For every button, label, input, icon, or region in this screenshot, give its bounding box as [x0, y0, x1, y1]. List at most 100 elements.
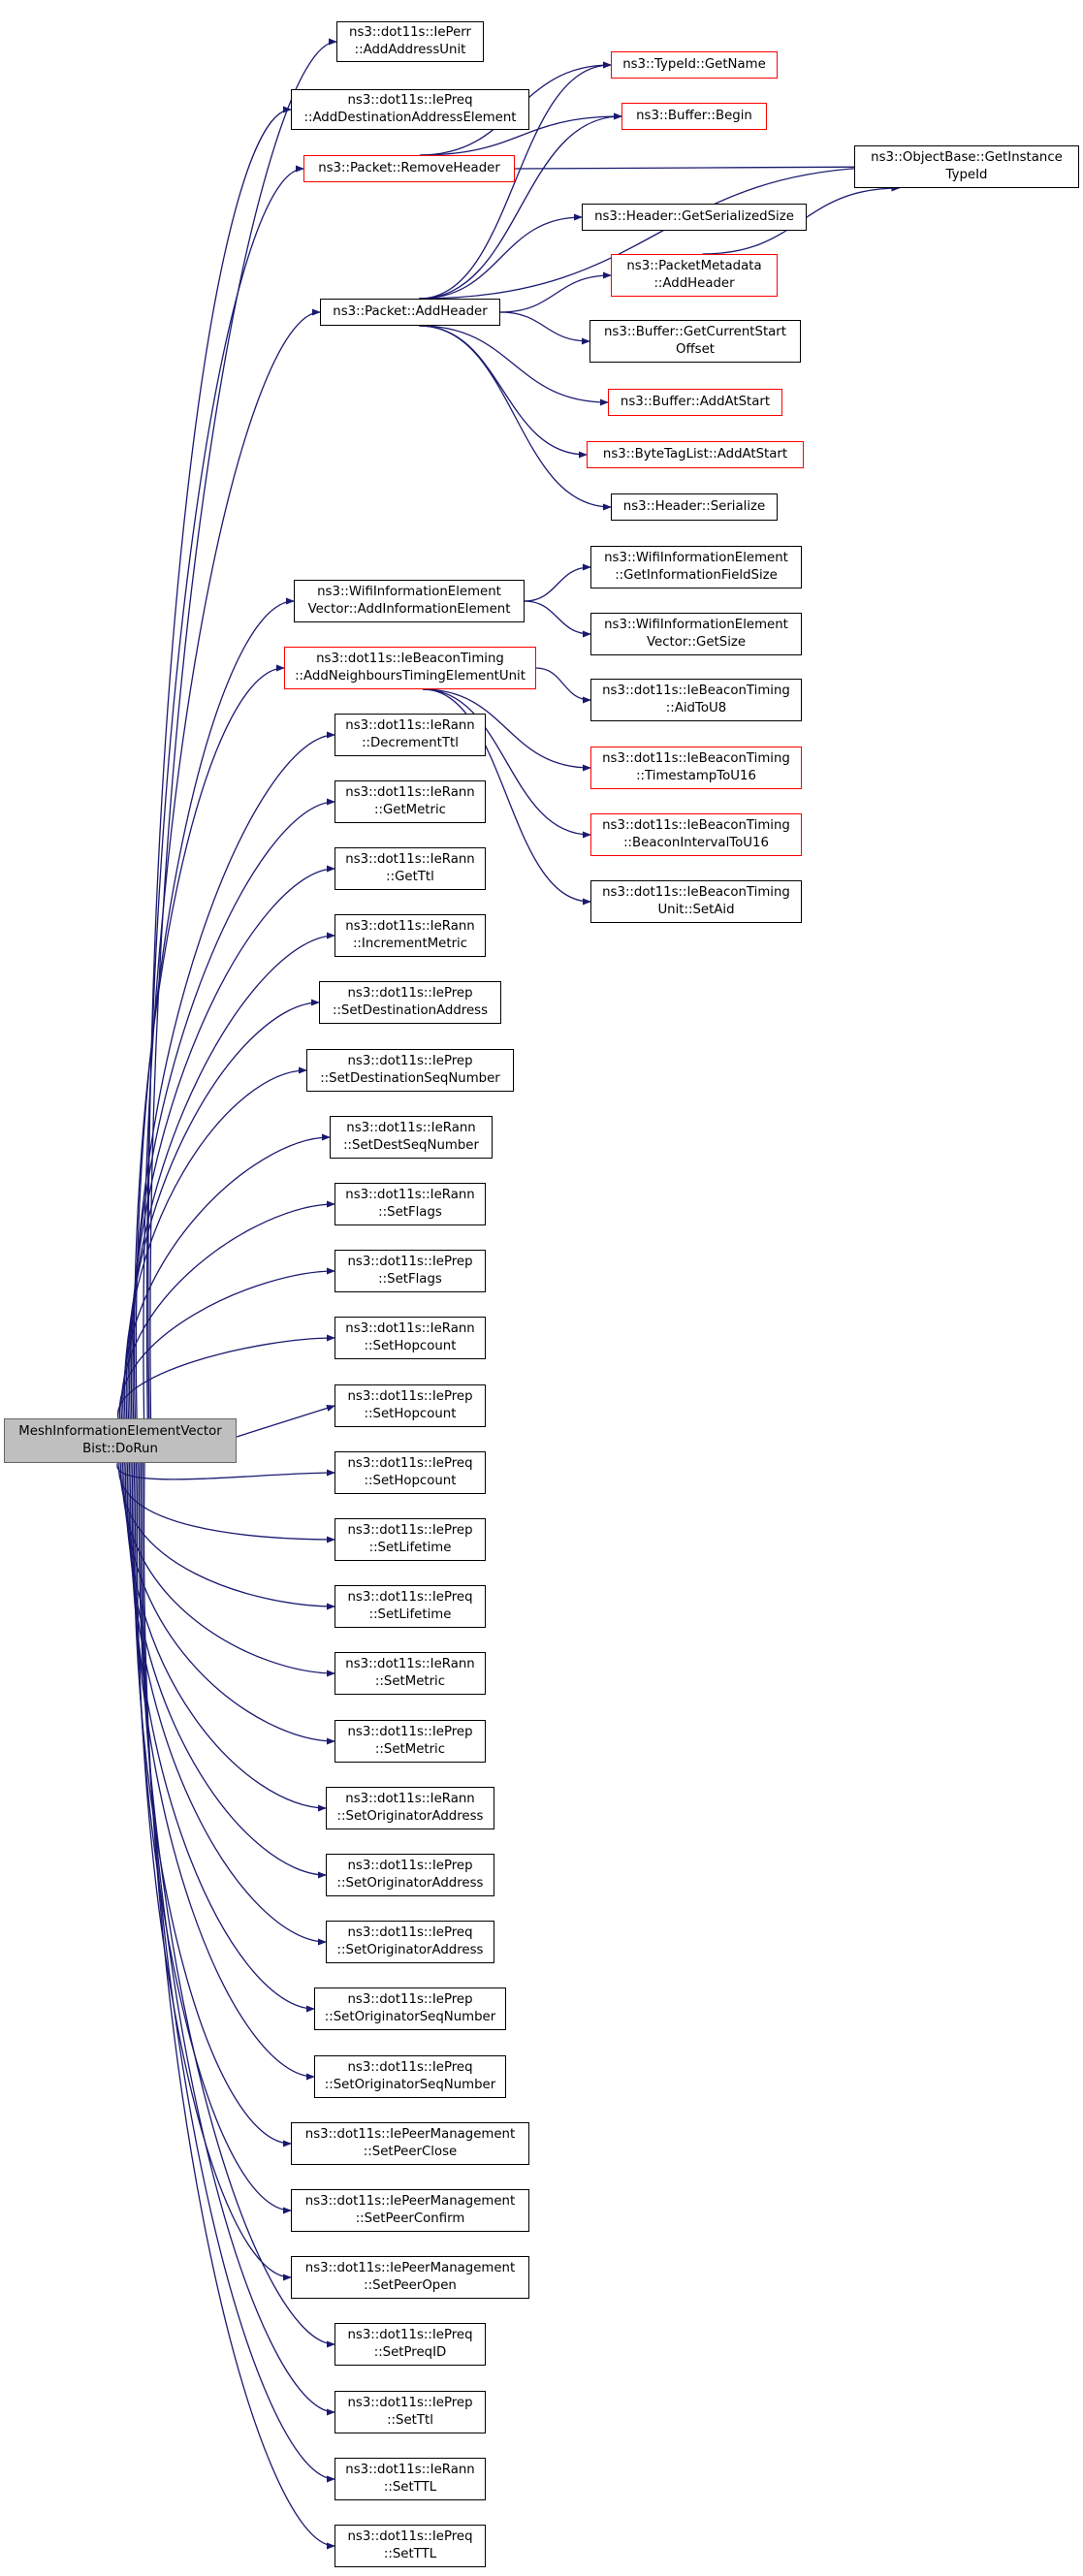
function-node-header-getser[interactable]: ns3::Header::GetSerializedSize — [582, 204, 807, 231]
function-node-ieprep-setorigseq[interactable]: ns3::dot11s::IePrep::SetOriginatorSeqNum… — [314, 1988, 506, 2030]
node-label: Vector::GetSize — [646, 635, 747, 650]
function-node-typeid-getname[interactable]: ns3::TypeId::GetName — [611, 51, 778, 79]
function-node-iepreq-setorig[interactable]: ns3::dot11s::IePreq::SetOriginatorAddres… — [326, 1921, 494, 1963]
node-label: ns3::dot11s::IeRann — [345, 1188, 475, 1202]
edge-root-to-iepreq_setorigseq — [131, 1462, 315, 2081]
function-node-buffer-begin[interactable]: ns3::Buffer::Begin — [621, 103, 767, 130]
function-node-ierann-getmetric[interactable]: ns3::dot11s::IeRann::GetMetric — [334, 780, 486, 823]
function-node-wifiie-getinfo[interactable]: ns3::WifiInformationElement::GetInformat… — [590, 546, 802, 588]
function-node-ierann-setorig[interactable]: ns3::dot11s::IeRann::SetOriginatorAddres… — [326, 1787, 494, 1829]
node-label: ns3::dot11s::IePreq — [347, 1590, 473, 1605]
function-node-iepreq-setlife[interactable]: ns3::dot11s::IePreq::SetLifetime — [334, 1585, 486, 1628]
node-label: ::GetInformationFieldSize — [615, 568, 778, 583]
function-node-iepreq-setpreqid[interactable]: ns3::dot11s::IePreq::SetPreqID — [334, 2323, 486, 2366]
node-label: ns3::PacketMetadata — [626, 259, 762, 273]
node-label: ::SetTTL — [383, 2547, 437, 2561]
node-label: ns3::dot11s::IePreq — [347, 1925, 473, 1940]
node-label: ns3::WifiInformationElement — [604, 551, 788, 565]
node-label: ::SetMetric — [374, 1674, 446, 1689]
edge-root-to-ieperr_addaddr — [149, 38, 337, 1419]
function-node-iepeer-open[interactable]: ns3::dot11s::IePeerManagement::SetPeerOp… — [291, 2256, 529, 2299]
node-label: ns3::dot11s::IeRann — [345, 852, 475, 867]
node-label: ns3::dot11s::IeBeaconTiming — [602, 818, 790, 833]
edge-root-to-iepreq_setpreqid — [138, 1462, 335, 2348]
function-node-ierann-setttl[interactable]: ns3::dot11s::IeRann::SetTTL — [334, 2458, 486, 2500]
edge-root-to-ieprep_setlife — [118, 1462, 335, 1543]
node-label: ns3::WifiInformationElement — [317, 585, 501, 599]
function-node-pktmeta-addheader[interactable]: ns3::PacketMetadata::AddHeader — [611, 254, 778, 297]
node-label: ::SetDestinationSeqNumber — [320, 1071, 500, 1086]
function-node-ieprep-setttl[interactable]: ns3::dot11s::IePrep::SetTtl — [334, 2391, 486, 2433]
function-node-iepeer-close[interactable]: ns3::dot11s::IePeerManagement::SetPeerCl… — [291, 2122, 529, 2165]
function-node-iepeer-confirm[interactable]: ns3::dot11s::IePeerManagement::SetPeerCo… — [291, 2189, 529, 2232]
node-label: ns3::dot11s::IePreq — [347, 2060, 473, 2075]
function-node-ierann-setdestseq[interactable]: ns3::dot11s::IeRann::SetDestSeqNumber — [330, 1116, 493, 1159]
function-node-buffer-addatstart[interactable]: ns3::Buffer::AddAtStart — [608, 389, 782, 416]
edge-wifiie_addie-to-wifiie_getinfo — [524, 563, 591, 602]
function-node-ieprep-setdestaddr[interactable]: ns3::dot11s::IePrep::SetDestinationAddre… — [319, 981, 501, 1024]
node-label: ::IncrementMetric — [352, 937, 468, 951]
function-node-ieprep-setflags[interactable]: ns3::dot11s::IePrep::SetFlags — [334, 1250, 486, 1292]
node-label: ::AddHeader — [653, 276, 735, 291]
node-label: ns3::dot11s::IeBeaconTiming — [602, 885, 790, 900]
node-label: ns3::dot11s::IePeerManagement — [304, 2127, 516, 2142]
function-node-ierann-setmetric[interactable]: ns3::dot11s::IeRann::SetMetric — [334, 1652, 486, 1695]
node-label: ns3::dot11s::IeBeaconTiming — [602, 751, 790, 766]
edge-iebeacon_addneigh-to-iebeacon_bi — [422, 688, 591, 839]
function-node-ierann-setflags[interactable]: ns3::dot11s::IeRann::SetFlags — [334, 1183, 486, 1225]
edge-root-to-iepreq_setlife — [119, 1462, 335, 1610]
node-label: ns3::TypeId::GetName — [622, 57, 766, 72]
function-node-iepreq-adddest[interactable]: ns3::dot11s::IePreq::AddDestinationAddre… — [291, 89, 529, 130]
node-label: ::SetDestinationAddress — [332, 1003, 489, 1018]
node-label: ::SetHopcount — [364, 1407, 457, 1421]
function-node-iebeacon-ts[interactable]: ns3::dot11s::IeBeaconTiming::TimestampTo… — [590, 747, 802, 789]
function-node-ieprep-setmetric[interactable]: ns3::dot11s::IePrep::SetMetric — [334, 1720, 486, 1763]
function-node-packet-remove[interactable]: ns3::Packet::RemoveHeader — [303, 155, 515, 182]
node-label: ::AddNeighboursTimingElementUnit — [295, 669, 526, 684]
node-label: ns3::dot11s::IePrep — [347, 1992, 473, 2007]
function-node-ieprep-sethop[interactable]: ns3::dot11s::IePrep::SetHopcount — [334, 1384, 486, 1427]
edge-root-to-ierann_getmetric — [130, 798, 335, 1419]
node-label: ns3::dot11s::IePreq — [347, 2529, 473, 2544]
node-label: ::SetOriginatorAddress — [336, 1809, 484, 1824]
function-node-ierann-getttl[interactable]: ns3::dot11s::IeRann::GetTtl — [334, 847, 486, 890]
edge-root-to-wifiie_addie — [135, 597, 295, 1419]
function-node-iepreq-setorigseq[interactable]: ns3::dot11s::IePreq::SetOriginatorSeqNum… — [314, 2055, 506, 2098]
function-node-iebeacon-addneigh[interactable]: ns3::dot11s::IeBeaconTiming::AddNeighbou… — [284, 647, 536, 689]
node-label: ns3::dot11s::IeRann — [346, 1121, 476, 1135]
node-label: ns3::dot11s::IePrep — [347, 986, 473, 1001]
edge-packet_addheader-to-header_serialize — [419, 325, 612, 511]
edge-packet_remove-to-buffer_begin — [419, 112, 622, 156]
function-node-ierann-decttl[interactable]: ns3::dot11s::IeRann::DecrementTtl — [334, 714, 486, 756]
function-node-packet-addheader[interactable]: ns3::Packet::AddHeader — [320, 299, 500, 326]
node-label: ns3::Header::GetSerializedSize — [594, 209, 794, 224]
function-node-ieperr-addaddr[interactable]: ns3::dot11s::IePerr::AddAddressUnit — [336, 21, 484, 62]
function-node-ierann-incmetric[interactable]: ns3::dot11s::IeRann::IncrementMetric — [334, 914, 486, 957]
function-node-header-serialize[interactable]: ns3::Header::Serialize — [611, 493, 778, 521]
function-node-iebeacon-bi[interactable]: ns3::dot11s::IeBeaconTiming::BeaconInter… — [590, 813, 802, 856]
function-node-ieprep-setdestseq[interactable]: ns3::dot11s::IePrep::SetDestinationSeqNu… — [306, 1049, 514, 1092]
node-label: ::SetOriginatorSeqNumber — [324, 2010, 496, 2024]
node-label: ns3::dot11s::IePeerManagement — [304, 2194, 516, 2209]
function-node-ierann-sethop[interactable]: ns3::dot11s::IeRann::SetHopcount — [334, 1317, 486, 1359]
node-label: ns3::WifiInformationElement — [604, 618, 788, 632]
node-label: TypeId — [945, 168, 988, 182]
function-node-bytetag-addatstart[interactable]: ns3::ByteTagList::AddAtStart — [587, 441, 804, 468]
node-label: ::AidToU8 — [665, 701, 727, 716]
edge-root-to-ierann_sethop — [117, 1334, 335, 1419]
function-node-ieprep-setlife[interactable]: ns3::dot11s::IePrep::SetLifetime — [334, 1518, 486, 1561]
edge-iebeacon_addneigh-to-iebeacon_ts — [422, 688, 591, 772]
function-node-iebeacon-aidtou8[interactable]: ns3::dot11s::IeBeaconTiming::AidToU8 — [590, 679, 802, 721]
function-node-iepreq-setttl[interactable]: ns3::dot11s::IePreq::SetTTL — [334, 2525, 486, 2567]
function-node-ieprep-setorig[interactable]: ns3::dot11s::IePrep::SetOriginatorAddres… — [326, 1854, 494, 1896]
node-label: ::TimestampToU16 — [636, 769, 756, 783]
function-node-iepreq-sethop[interactable]: ns3::dot11s::IePreq::SetHopcount — [334, 1451, 486, 1494]
edge-root-to-iepreq_adddest — [147, 106, 292, 1419]
edge-packet_addheader-to-buffer_getcur — [499, 311, 590, 345]
